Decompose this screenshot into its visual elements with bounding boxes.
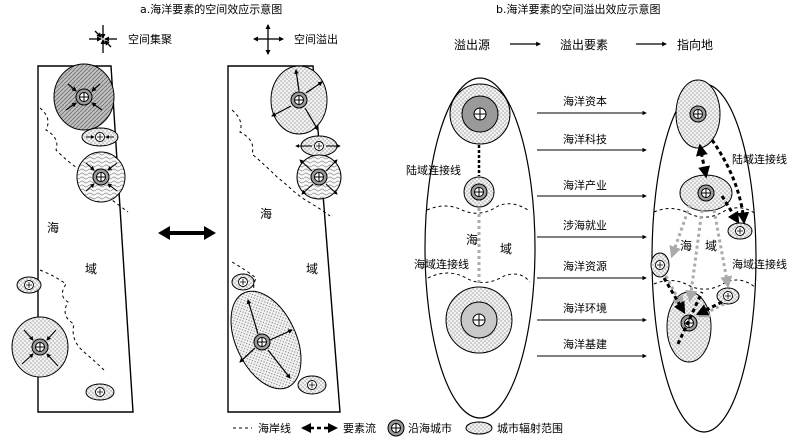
coastline-right-upper bbox=[231, 109, 331, 217]
spillover-label: 空间溢出 bbox=[294, 32, 338, 46]
panel-b-target-sea-char-1: 海 bbox=[680, 238, 692, 253]
cluster-a-bottom bbox=[11, 316, 69, 378]
sea-link-label-left: 海域连接线 bbox=[414, 257, 469, 271]
header-elements: 溢出要素 bbox=[560, 38, 608, 52]
target-city-small-2 bbox=[650, 252, 670, 278]
element-label-5: 海洋环境 bbox=[563, 301, 607, 315]
spillover-icon bbox=[252, 23, 285, 56]
cluster-b-top bbox=[270, 65, 328, 135]
cluster-b-bottom bbox=[230, 290, 302, 390]
panel-a-right-sea-char-1: 海 bbox=[260, 206, 272, 221]
element-label-4: 海洋资源 bbox=[563, 259, 607, 273]
legend: 海岸线 要素流 沿海城市 城市辐射范围 bbox=[233, 419, 563, 437]
panel-a-sea-char-2: 域 bbox=[85, 262, 97, 276]
cluster-a-small-2 bbox=[85, 383, 115, 401]
coastline-left-lower bbox=[39, 269, 107, 373]
target-city-top bbox=[675, 79, 721, 149]
panel-a-sea-char-1: 海 bbox=[47, 220, 59, 235]
element-label-2: 海洋产业 bbox=[563, 178, 607, 192]
header-source: 溢出源 bbox=[454, 38, 490, 52]
panel-a-right-sea-char-2: 域 bbox=[306, 262, 318, 276]
panel-a-title: a.海洋要素的空间效应示意图 bbox=[140, 2, 282, 16]
sea-link-label-right: 海域连接线 bbox=[732, 257, 787, 271]
target-coastline-2 bbox=[653, 279, 757, 290]
legend-coastline-label: 海岸线 bbox=[258, 421, 291, 435]
header-target: 指向地 bbox=[677, 37, 713, 52]
cluster-a-third bbox=[76, 151, 126, 203]
element-arrows bbox=[537, 110, 647, 359]
agglomeration-icon bbox=[89, 25, 117, 53]
cluster-a-top bbox=[53, 63, 115, 131]
panel-b-title: b.海洋要素的空间溢出效应示意图 bbox=[496, 2, 660, 16]
map-frame-spillover bbox=[227, 65, 341, 413]
agglomeration-label: 空间集聚 bbox=[128, 32, 172, 46]
coastline-left-upper bbox=[39, 107, 129, 213]
element-label-6: 海洋基建 bbox=[563, 337, 607, 351]
legend-city-icon bbox=[387, 419, 405, 437]
target-black-flow-bottom bbox=[662, 277, 723, 316]
cluster-b-third bbox=[296, 154, 342, 200]
panel-b-target-sea-char-2: 域 bbox=[705, 239, 717, 253]
target-city-bottom bbox=[666, 291, 712, 363]
cluster-a-small-1 bbox=[16, 276, 42, 294]
cluster-a-mid bbox=[81, 127, 119, 147]
element-label-3: 涉海就业 bbox=[563, 218, 607, 232]
source-coastline bbox=[426, 203, 529, 214]
legend-range-swatch bbox=[465, 421, 493, 435]
land-link-label-left: 陆域连接线 bbox=[406, 163, 461, 177]
source-region bbox=[424, 77, 536, 419]
cluster-b-small-1 bbox=[231, 273, 255, 291]
legend-range-label: 城市辐射范围 bbox=[497, 421, 563, 435]
panel-b-sea-char-1: 海 bbox=[466, 232, 478, 247]
panel-b-sea-char-2: 域 bbox=[500, 242, 512, 256]
target-city-mid bbox=[679, 174, 733, 212]
source-city-mid bbox=[463, 176, 495, 208]
source-city-top bbox=[449, 83, 511, 145]
target-sea-flows bbox=[664, 204, 733, 318]
source-city-bottom bbox=[445, 286, 513, 354]
cluster-b-small-2 bbox=[297, 375, 327, 395]
legend-flow-label: 要素流 bbox=[343, 421, 376, 435]
target-city-small-1 bbox=[727, 222, 753, 240]
coastal-city-icon bbox=[75, 88, 93, 106]
legend-city-label: 沿海城市 bbox=[408, 421, 452, 435]
transition-double-arrow bbox=[158, 226, 216, 240]
source-coastline-2 bbox=[427, 272, 531, 283]
land-link-label-right: 陆域连接线 bbox=[732, 152, 787, 166]
target-coastline bbox=[653, 207, 757, 218]
element-label-1: 海洋科技 bbox=[563, 132, 607, 146]
cluster-b-mid bbox=[295, 135, 341, 157]
element-label-0: 海洋资本 bbox=[563, 94, 607, 108]
target-land-flows bbox=[676, 139, 750, 345]
